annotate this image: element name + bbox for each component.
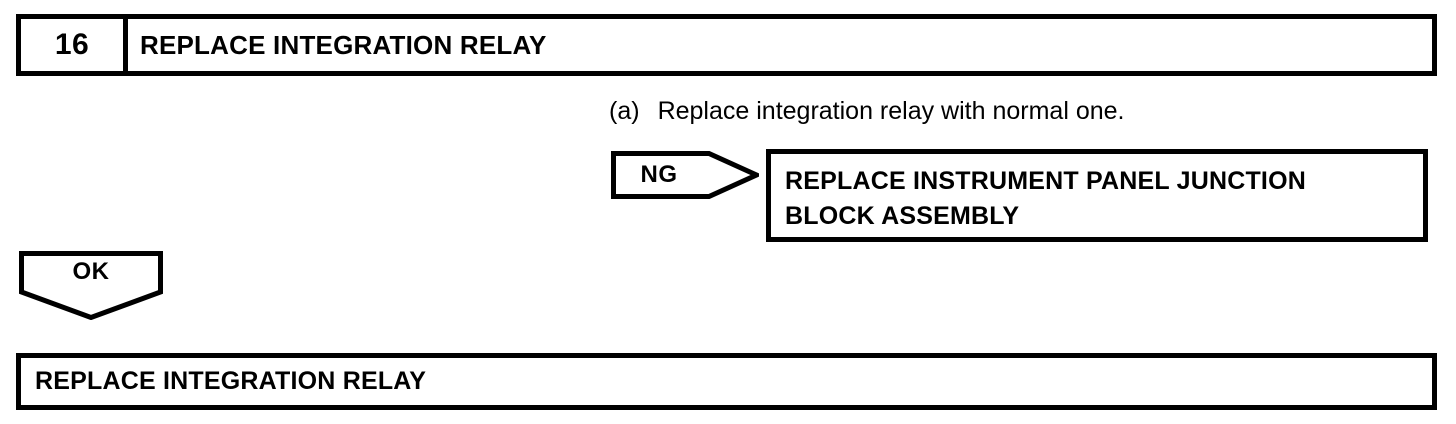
procedure-text: Replace integration relay with normal on… [657,97,1125,125]
arrow-right-icon [611,151,759,199]
step-header: 16 REPLACE INTEGRATION RELAY [16,14,1437,76]
step-number-cell: 16 [21,19,128,71]
ng-result-line-2: BLOCK ASSEMBLY [785,202,1020,230]
step-number: 16 [54,28,90,61]
ok-result-box: REPLACE INTEGRATION RELAY [16,353,1437,410]
ng-arrow: NG [611,151,759,199]
step-title: REPLACE INTEGRATION RELAY [140,30,547,60]
step-title-cell: REPLACE INTEGRATION RELAY [128,19,1432,71]
ok-result-text: REPLACE INTEGRATION RELAY [35,367,427,395]
procedure-marker: (a) [609,97,640,125]
ng-result-line-1: REPLACE INSTRUMENT PANEL JUNCTION [785,167,1306,195]
ng-result-box: REPLACE INSTRUMENT PANEL JUNCTION BLOCK … [766,149,1428,242]
arrow-down-icon [19,251,163,320]
ok-arrow: OK [19,251,163,320]
ng-arrow-label: NG [640,161,678,188]
ok-arrow-label: OK [72,258,110,285]
procedure-line: (a) Replace integration relay with norma… [609,99,1124,124]
